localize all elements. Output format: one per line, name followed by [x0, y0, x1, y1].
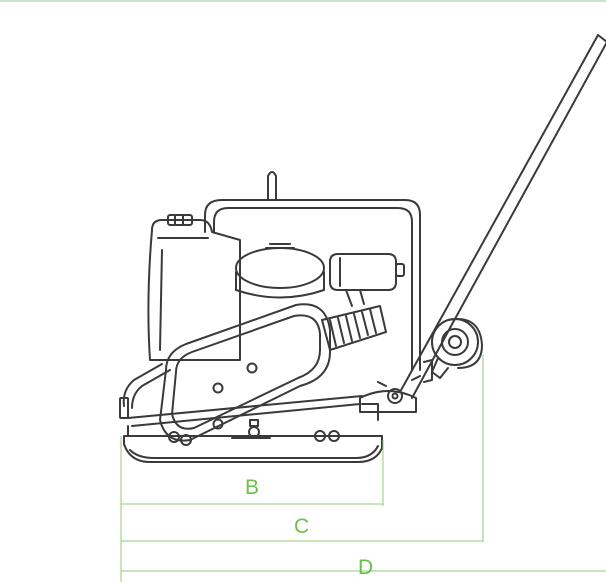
left-lift-bar [119, 363, 171, 419]
dimension-label-c: C [294, 515, 309, 538]
handle [399, 34, 606, 399]
belt-guard [159, 303, 331, 442]
protective-frame [204, 171, 421, 371]
dimension-label-d: D [358, 556, 373, 579]
isolator-mounts [168, 419, 340, 446]
engine-cylinder [321, 289, 387, 351]
fuel-tank [147, 214, 241, 361]
handle-roller [431, 318, 483, 379]
control-box [329, 253, 405, 291]
top-rule [0, 0, 606, 2]
handle-pivot [359, 359, 433, 413]
dimension-lines [120, 355, 606, 582]
air-cleaner [235, 243, 325, 299]
base-frame [127, 395, 379, 437]
base-plate [123, 435, 383, 463]
dimension-label-b: B [245, 476, 259, 499]
